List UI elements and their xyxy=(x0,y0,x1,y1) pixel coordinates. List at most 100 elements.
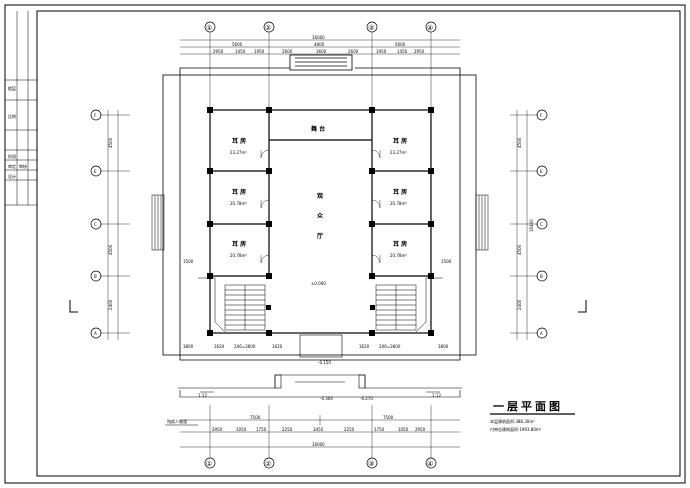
dim-top-detail: 3600 xyxy=(316,49,327,54)
dim-top-detail: 1450 xyxy=(235,49,246,54)
dim-bottom-detail: 1750 xyxy=(374,427,385,432)
title-block-label: 阶段 xyxy=(8,153,16,159)
dim-top-detail: 2950 xyxy=(213,49,224,54)
stair-left xyxy=(198,277,266,333)
level-outside: -0.300 xyxy=(320,396,333,401)
dim-bottom-detail: 2950 xyxy=(212,427,223,432)
room-label-hall-3: 厅 xyxy=(317,232,323,240)
room-area-low-left: 20.78m² xyxy=(230,253,247,258)
room-area-mid-right: 20.78m² xyxy=(390,201,407,206)
axis-label-2-top: ② xyxy=(265,24,271,32)
room-label-stage: 舞 台 xyxy=(311,125,325,133)
dim-plan-detail: 1620 xyxy=(214,344,225,349)
room-label-ear-low-right: 耳 房 xyxy=(393,240,407,248)
dim-side-right: 4500 xyxy=(517,244,522,255)
dim-bottom-detail: 1050 xyxy=(236,427,247,432)
dim-top-detail: 2600 xyxy=(282,49,293,54)
room-label-ear-top-left: 耳 房 xyxy=(232,137,246,145)
dim-top-detail: 2600 xyxy=(348,49,359,54)
row-label-F-left: F xyxy=(94,113,97,118)
room-label-ear-low-left: 耳 房 xyxy=(232,240,246,248)
ramp-slope-right: 1:12 xyxy=(432,393,441,398)
title-block-label: 审定 xyxy=(8,163,16,169)
dim-bottom-detail: 2250 xyxy=(282,427,293,432)
room-area-low-right: 20.78m² xyxy=(390,253,407,258)
dim-bottom-total: 16000 xyxy=(312,442,325,447)
side-dimension-lines xyxy=(100,110,538,340)
level-slope: -0.270 xyxy=(360,396,373,401)
dim-side-right-total: 16400 xyxy=(529,219,534,232)
dim-bottom-mid-1: 7500 xyxy=(250,415,261,420)
axis-label-4-top: ④ xyxy=(427,24,433,32)
door-swings xyxy=(260,149,381,264)
dim-plan-detail: 2X6=3600 xyxy=(379,344,401,349)
row-label-E-right: E xyxy=(540,169,543,174)
dim-top-detail: 2950 xyxy=(414,49,425,54)
dim-bottom-detail: 2250 xyxy=(344,427,355,432)
title-block-label: 设计 xyxy=(8,173,16,179)
column-axis-bottom xyxy=(204,457,437,469)
dim-top-mid-2: 4800 xyxy=(314,42,325,47)
dim-side-right: 2400 xyxy=(517,299,522,310)
row-label-A-right: A xyxy=(540,331,543,336)
column-axis-top xyxy=(204,21,437,33)
row-label-C-right: C xyxy=(540,222,543,227)
dim-side-left: 4500 xyxy=(108,244,113,255)
dim-plan-detail: 1500 xyxy=(183,259,194,264)
title-block xyxy=(5,11,37,206)
axis-label-3-bottom: ③ xyxy=(368,460,374,468)
ramp-slope-left: 1:12 xyxy=(198,393,207,398)
dim-plan-detail: 2X6=3600 xyxy=(234,344,256,349)
axis-label-3-top: ③ xyxy=(368,24,374,32)
room-label-ear-top-right: 耳 房 xyxy=(393,137,407,145)
area-total-note: 付带总建筑面积:1993.80m² xyxy=(490,426,542,432)
entrance-and-ramps xyxy=(178,334,462,398)
dim-side-left: 2400 xyxy=(108,299,113,310)
dim-top-mid-1: 5600 xyxy=(232,42,243,47)
dim-bottom-detail: 1750 xyxy=(256,427,267,432)
level-step: -0.150 xyxy=(318,360,331,365)
row-label-A-left: A xyxy=(94,331,97,336)
stair-right xyxy=(375,277,443,333)
side-steps xyxy=(151,194,489,251)
dim-plan-detail: 3800 xyxy=(438,344,449,349)
room-area-top-right: 23.27m² xyxy=(390,150,407,155)
row-label-C-left: C xyxy=(94,222,97,227)
dim-top-detail: 1950 xyxy=(376,49,387,54)
axis-label-4-bottom: ④ xyxy=(427,460,433,468)
structural-columns xyxy=(207,107,434,336)
dim-bottom-detail: 2950 xyxy=(415,427,426,432)
level-floor: ±0.000 xyxy=(311,281,326,286)
dim-side-left: 4500 xyxy=(108,137,113,148)
room-label-hall-2: 众 xyxy=(317,212,324,220)
dim-bottom-mid-2: 7500 xyxy=(383,415,394,420)
title-block-label: 审核 xyxy=(19,163,27,169)
row-label-B-left: B xyxy=(94,274,97,279)
room-label-hall-1: 观 xyxy=(317,192,323,200)
dim-plan-detail: 1500 xyxy=(441,259,452,264)
bottom-dimension-lines xyxy=(180,405,460,458)
sheet-border xyxy=(4,4,686,484)
dim-bottom-detail: 3450 xyxy=(313,427,324,432)
room-label-ear-mid-left: 耳 房 xyxy=(232,188,246,196)
dim-side-right: 4500 xyxy=(517,137,522,148)
dim-top-total: 16000 xyxy=(312,35,325,40)
section-markers xyxy=(69,300,587,313)
axis-label-2-bottom: ② xyxy=(265,460,271,468)
room-area-mid-left: 20.78m² xyxy=(230,201,247,206)
top-dimension-lines xyxy=(180,32,460,110)
title-block-label: 比例 xyxy=(8,113,16,119)
row-label-B-right: B xyxy=(540,274,543,279)
axis-label-1-bottom: ① xyxy=(206,460,212,468)
dim-bottom-detail: 1050 xyxy=(398,427,409,432)
row-label-F-right: F xyxy=(540,113,543,118)
axis-label-1-top: ① xyxy=(206,24,212,32)
dim-plan-detail: 3800 xyxy=(183,344,194,349)
drawing-title: 一层平面图 xyxy=(493,400,563,413)
dim-top-detail: 1450 xyxy=(397,49,408,54)
area-building-note: 本层建筑面积:388.30m² xyxy=(490,418,535,424)
inner-frame xyxy=(36,10,681,477)
title-block-label: 楼层 xyxy=(8,85,16,91)
